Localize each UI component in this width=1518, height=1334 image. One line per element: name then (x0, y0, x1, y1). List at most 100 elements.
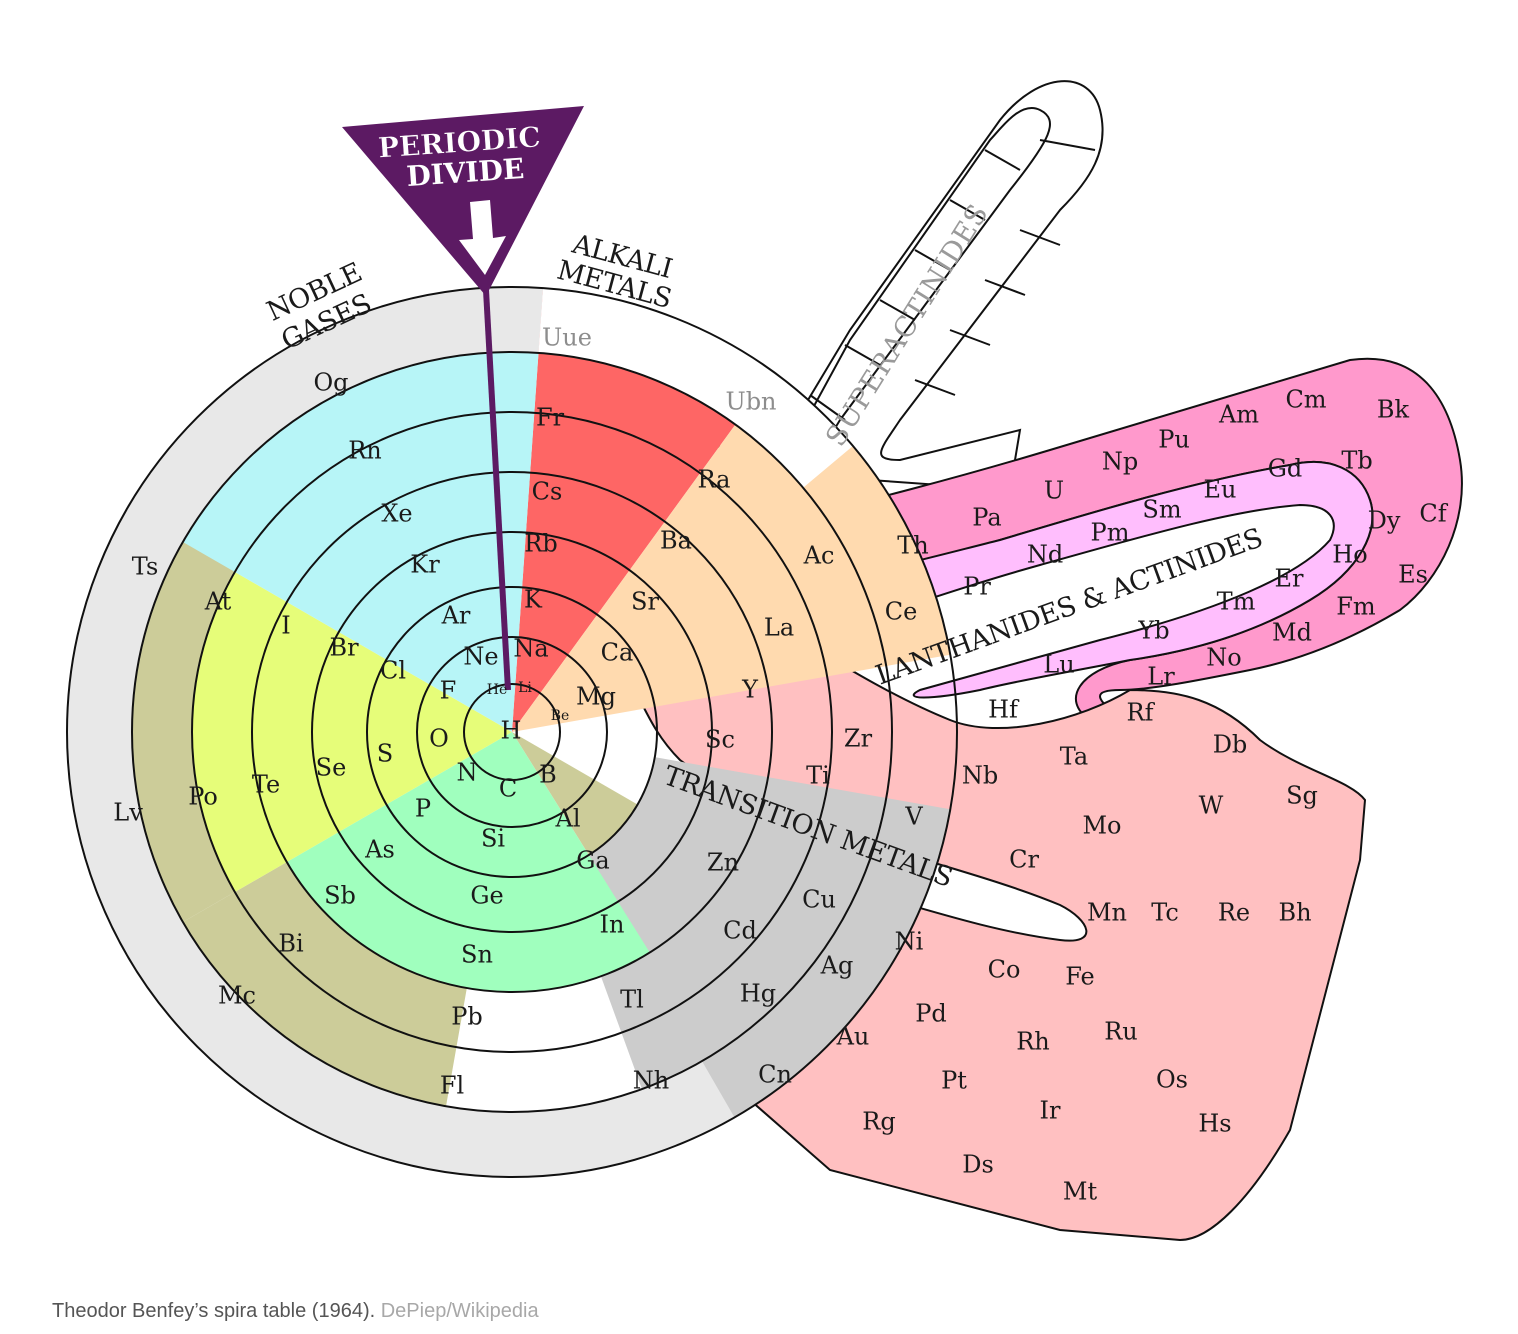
ring (191, 411, 833, 1053)
element-pr: Pr (963, 573, 991, 601)
element-np: Np (1102, 448, 1138, 476)
lanthanide-actinide-band (758, 357, 1463, 722)
super-divider (949, 199, 986, 221)
element-y: Y (741, 676, 759, 704)
periodic-divide-marker: PERIODIC DIVIDE (342, 106, 584, 296)
super-divider (809, 394, 846, 421)
element-as: As (364, 836, 395, 864)
super-divider (1039, 139, 1096, 151)
element-b: B (539, 761, 557, 789)
element-tc: Tc (1151, 899, 1179, 927)
element-cf: Cf (1419, 500, 1448, 528)
element-ne: Ne (463, 643, 498, 671)
element-ga: Ga (576, 847, 609, 875)
element-w: W (1199, 792, 1224, 820)
element-ac: Ac (803, 542, 835, 570)
element-ds: Ds (962, 1151, 994, 1179)
ring (416, 636, 608, 828)
alkaline-sector (512, 371, 951, 732)
element-cn: Cn (758, 1061, 792, 1089)
element-pu: Pu (1158, 426, 1190, 454)
element-th: Th (897, 532, 928, 560)
element-cu: Cu (802, 886, 836, 914)
caption-credit-link[interactable]: DePiep/Wikipedia (380, 1300, 539, 1322)
element-ce: Ce (885, 598, 918, 626)
element-mg: Mg (576, 683, 616, 711)
element-ag: Ag (820, 952, 854, 980)
super-divider (914, 379, 956, 396)
element-hf: Hf (988, 696, 1020, 724)
element-he: He (487, 682, 508, 698)
element-fe: Fe (1065, 963, 1095, 991)
element-nh: Nh (633, 1067, 669, 1095)
metalloid-sector (132, 463, 286, 922)
element-bi: Bi (278, 930, 304, 958)
element-br: Br (329, 634, 359, 662)
element-c: C (499, 775, 517, 803)
element-gd: Gd (1268, 455, 1303, 483)
element-tm: Tm (1217, 588, 1256, 616)
element-pa: Pa (972, 504, 1001, 532)
ring (66, 286, 958, 1178)
element-cr: Cr (1009, 846, 1039, 874)
element-f: F (440, 677, 457, 705)
periodic-divide-line (483, 289, 511, 691)
element-po: Po (188, 783, 218, 811)
element-ru: Ru (1104, 1018, 1138, 1046)
element-i: I (281, 612, 290, 640)
element-h: H (501, 717, 522, 745)
element-co: Co (988, 956, 1021, 984)
element-ar: Ar (441, 602, 471, 630)
element-in: In (600, 911, 625, 939)
empty-sector (538, 288, 853, 488)
element-nd: Nd (1027, 541, 1063, 569)
element-db: Db (1213, 731, 1248, 759)
super-divider (949, 329, 991, 346)
element-sm: Sm (1142, 496, 1181, 524)
element-dy: Dy (1368, 507, 1401, 535)
ring (311, 531, 713, 933)
element-li: Li (518, 680, 532, 696)
element-pm: Pm (1091, 519, 1130, 547)
element-fr: Fr (536, 404, 565, 432)
element-bk: Bk (1377, 396, 1410, 424)
divide-label-line2: DIVIDE (405, 152, 525, 193)
caption-text: Theodor Benfey’s spira table (1964). (52, 1300, 376, 1322)
element-tl: Tl (620, 986, 644, 1014)
element-cd: Cd (723, 917, 757, 945)
super-divider (844, 344, 881, 366)
element-lu: Lu (1043, 651, 1074, 679)
element-no: No (1206, 644, 1241, 672)
element-u: U (1044, 477, 1064, 505)
element-na: Na (513, 635, 548, 663)
halogen-sector (192, 572, 512, 892)
super-divider (879, 299, 916, 321)
element-sb: Sb (324, 882, 356, 910)
element-te: Te (252, 771, 280, 799)
element-am: Am (1218, 401, 1259, 429)
element-sc: Sc (705, 726, 735, 754)
element-rf: Rf (1127, 699, 1156, 727)
element-pt: Pt (941, 1067, 967, 1095)
super-divider (984, 279, 1026, 296)
element-fm: Fm (1336, 593, 1376, 621)
element-zn: Zn (707, 849, 739, 877)
element-ir: Ir (1040, 1097, 1061, 1125)
element-tb: Tb (1341, 447, 1372, 475)
element-s: S (377, 740, 393, 768)
element-ni: Ni (895, 928, 924, 956)
element-mc: Mc (218, 982, 256, 1010)
element-ra: Ra (698, 466, 731, 494)
element-md: Md (1272, 619, 1312, 647)
noble-sector (182, 352, 539, 732)
super-divider (914, 249, 951, 271)
element-si: Si (481, 825, 505, 853)
element-ca: Ca (601, 639, 634, 667)
ring (131, 351, 893, 1113)
element-sr: Sr (631, 588, 659, 616)
element-k: K (524, 586, 543, 614)
post-sector (561, 757, 951, 1151)
element-mn: Mn (1087, 899, 1127, 927)
element-sn: Sn (461, 941, 493, 969)
element-ba: Ba (660, 527, 692, 555)
